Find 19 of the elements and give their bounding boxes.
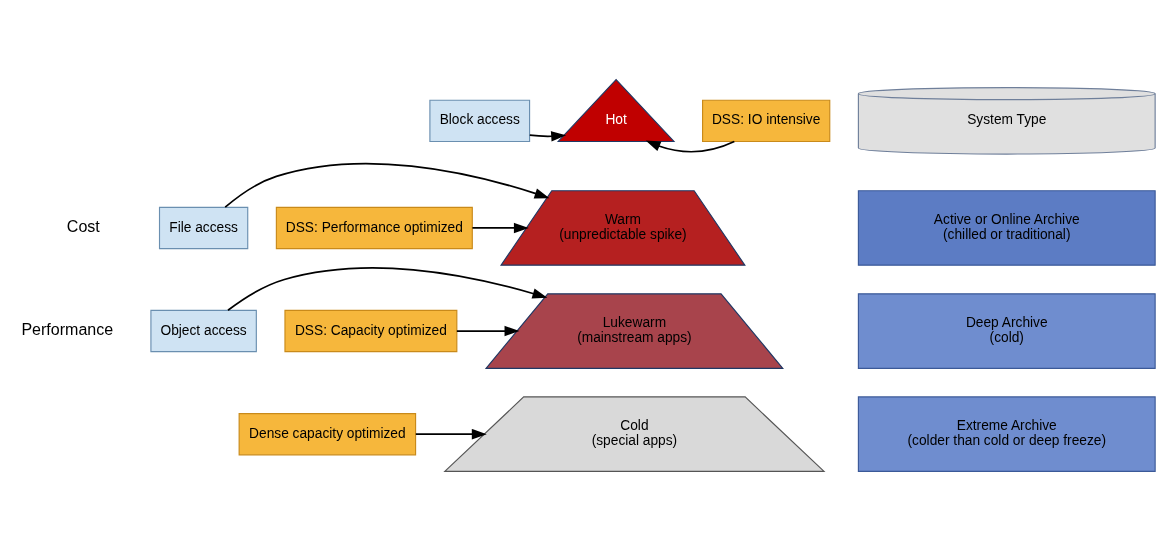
node-box: DSS: IO intensive bbox=[702, 99, 831, 142]
node-box: Active or Online Archive (chilled or traditional) bbox=[857, 189, 1156, 266]
arrow bbox=[645, 140, 736, 153]
arrow bbox=[414, 428, 487, 439]
node-box: DSS: Capacity optimized bbox=[284, 309, 458, 352]
node-box: DSS: Performance optimized bbox=[275, 206, 473, 249]
arrow bbox=[471, 222, 529, 233]
node-box: Extreme Archive (colder than cold or deep freeze) bbox=[857, 395, 1156, 472]
arrow bbox=[528, 130, 567, 141]
label: Cost bbox=[66, 216, 100, 235]
arrow bbox=[224, 162, 550, 208]
arrow bbox=[227, 266, 548, 311]
node-box: Deep Archive (cold) bbox=[857, 292, 1156, 369]
node-box: File access bbox=[158, 206, 249, 249]
node-box: Block access bbox=[429, 99, 531, 142]
label: Performance bbox=[21, 319, 114, 338]
node-box: Object access bbox=[150, 309, 257, 352]
node-box: Dense capacity optimized bbox=[238, 412, 417, 455]
arrow bbox=[456, 325, 520, 336]
